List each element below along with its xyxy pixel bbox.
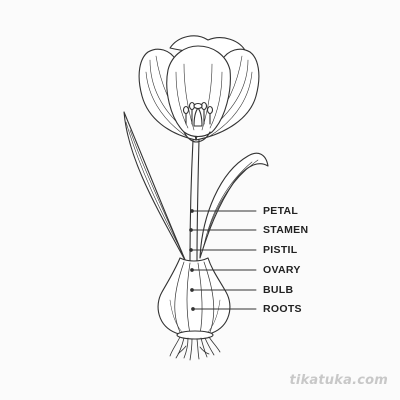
label-pistil: PISTIL [263,244,298,256]
left-leaf [123,111,187,263]
leader-lines [189,209,257,311]
right-leaf [199,152,269,259]
bulb [157,257,231,340]
watermark: tikatuka.com [289,373,388,388]
label-ovary: OVARY [263,264,301,276]
roots [169,336,221,361]
stem [189,139,200,263]
stamens [182,101,214,125]
label-roots: ROOTS [263,303,302,315]
pistil [193,102,203,127]
label-bulb: BULB [263,284,294,296]
label-petal: PETAL [263,205,299,217]
tulip-flower [138,35,260,143]
label-stamen: STAMEN [263,224,309,236]
